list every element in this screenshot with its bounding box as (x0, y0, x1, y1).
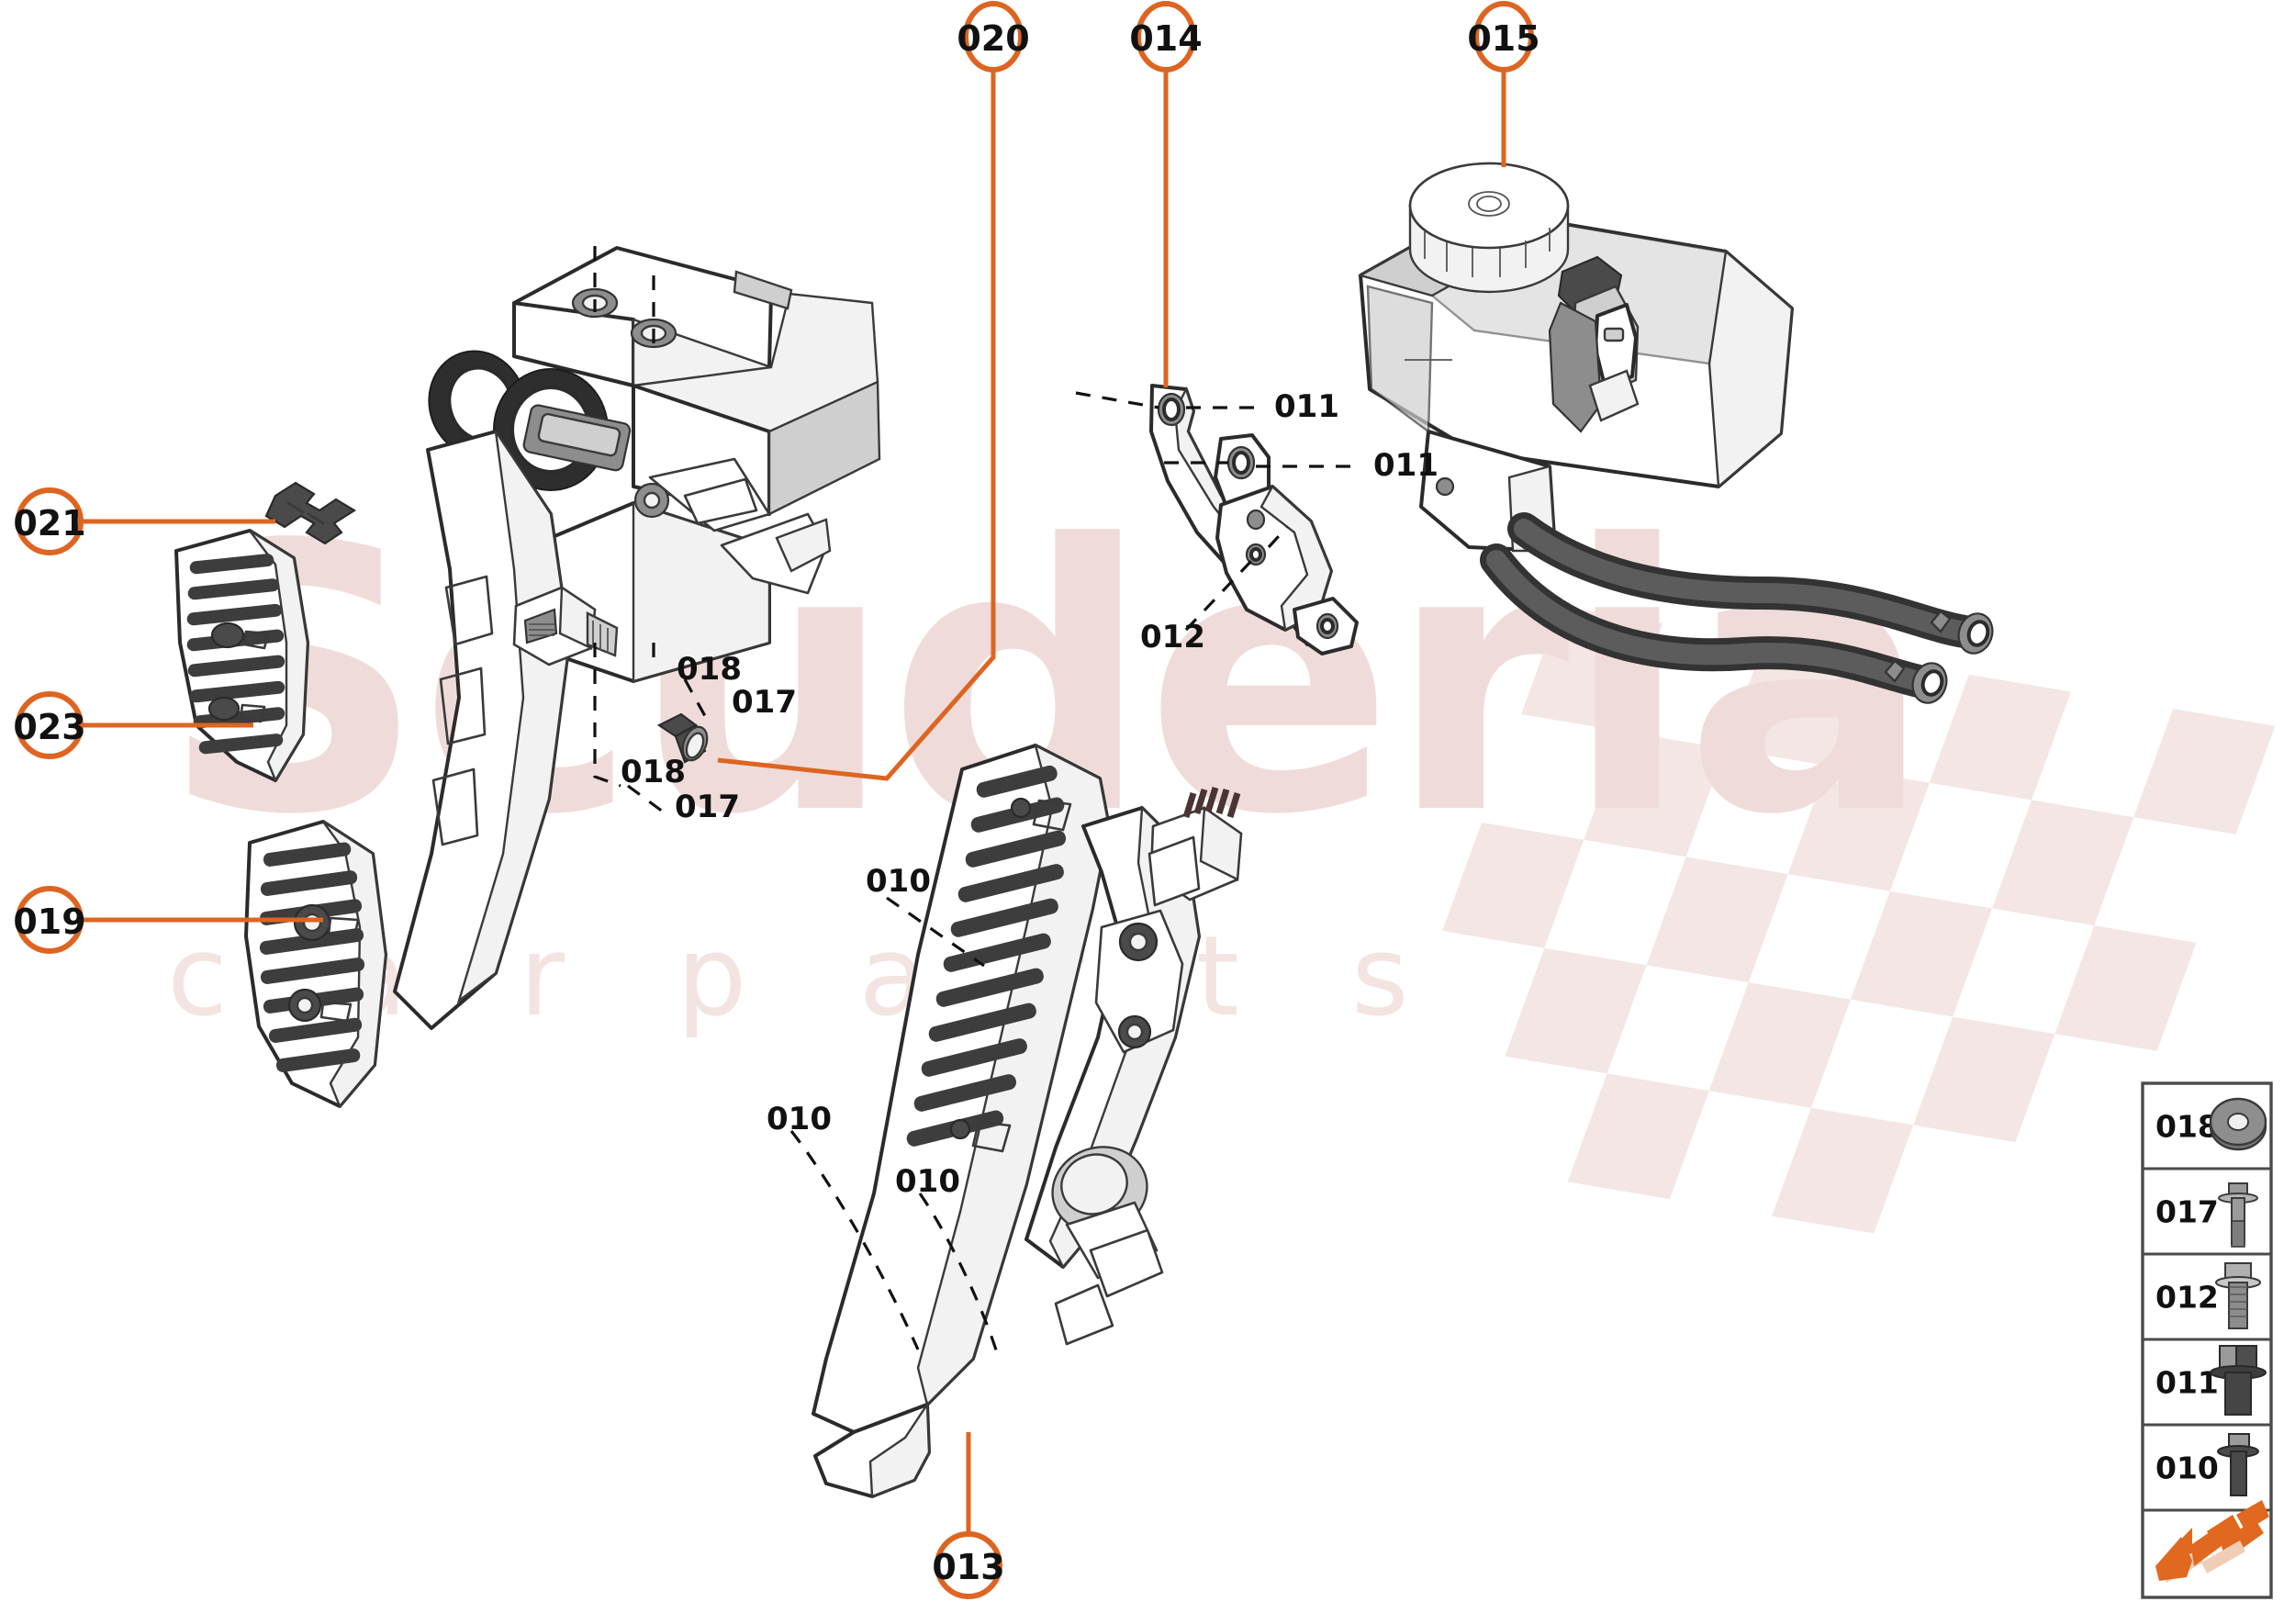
long-bolt-icon (2218, 1182, 2258, 1248)
reservoir-hoses (1480, 512, 1994, 704)
brake-pedal-sensor-connector (1148, 786, 1243, 907)
checkered-flag-watermark (1442, 606, 2276, 1234)
legend-number-018: 018 (2155, 1109, 2219, 1145)
callout-019[interactable]: 019 (13, 886, 86, 954)
callout-021[interactable]: 021 (13, 487, 86, 555)
hex-flange-bolt-icon (2215, 1262, 2261, 1329)
callout-014-label: 014 (1129, 18, 1202, 59)
callout-020[interactable]: 020 (957, 1, 1030, 73)
legend-number-011: 011 (2155, 1365, 2219, 1401)
part-label-017-lower: 017 (675, 789, 740, 825)
part-label-010-b: 010 (767, 1101, 832, 1137)
legend-number-012: 012 (2155, 1280, 2219, 1316)
part-label-010-a: 010 (866, 863, 931, 900)
part-label-011-lower: 011 (1373, 447, 1439, 484)
accelerator-pedal-pad-part (174, 529, 309, 783)
orange-leader-lines (81, 70, 1506, 1534)
retaining-clip-part (264, 481, 357, 545)
bracket-dashed-leaders (1075, 391, 1357, 632)
part-label-017-upper: 017 (732, 684, 797, 721)
callout-023-label: 023 (13, 707, 85, 747)
part-label-018-upper: 018 (677, 651, 742, 688)
callout-023[interactable]: 023 (13, 691, 86, 759)
callout-015-label: 015 (1467, 18, 1539, 59)
fasteners-legend-table: 018 017 012 011 010 (2141, 1081, 2273, 1599)
part-label-010-c: 010 (895, 1163, 960, 1200)
callout-bubbles[interactable]: 020 014 015 021 023 019 (13, 1, 1540, 1599)
part-label-011-upper: 011 (1274, 388, 1339, 425)
hose-end-fitting-lower (1884, 659, 1948, 704)
dashed-construction-lines (593, 246, 707, 819)
part-label-018-lower: 018 (621, 754, 686, 790)
brake-pedal-grip-slots (906, 765, 1067, 1147)
callout-020-label: 020 (957, 18, 1029, 59)
leader-020 (717, 70, 996, 781)
brake-pedal-assembly-part (812, 743, 1243, 1498)
legend-number-017: 017 (2155, 1194, 2219, 1230)
washer-icon (2209, 1097, 2267, 1151)
fluid-level-sensor-connector (1548, 255, 1640, 433)
flange-bolt-icon (2217, 1433, 2259, 1496)
callout-013[interactable]: 013 (932, 1531, 1005, 1599)
callout-014[interactable]: 014 (1129, 1, 1203, 73)
brake-fluid-reservoir-part (1357, 162, 1994, 704)
mounting-bracket-part (1149, 384, 1359, 655)
ten-dashed-leaders (789, 896, 1001, 1360)
shoulder-bolt-part (656, 712, 709, 764)
orange-arrow-icon (2155, 1500, 2269, 1583)
part-number-labels: 011 011 012 018 017 018 017 010 010 010 (621, 388, 1439, 1200)
callout-019-label: 019 (13, 902, 85, 942)
callout-015[interactable]: 015 (1467, 1, 1540, 73)
pedal-box-connector (512, 585, 619, 666)
pedal-box-assembly-part (393, 246, 881, 1030)
legend-number-010: 010 (2155, 1450, 2219, 1486)
hose-end-fitting-upper (1930, 610, 1994, 655)
brake-pedal-pivot (1051, 1146, 1159, 1280)
large-flange-bolt-icon (2210, 1345, 2267, 1416)
part-label-012: 012 (1140, 619, 1205, 655)
brake-pedal-pad-part (244, 820, 387, 1109)
callout-013-label: 013 (932, 1547, 1004, 1587)
callout-021-label: 021 (13, 503, 85, 543)
